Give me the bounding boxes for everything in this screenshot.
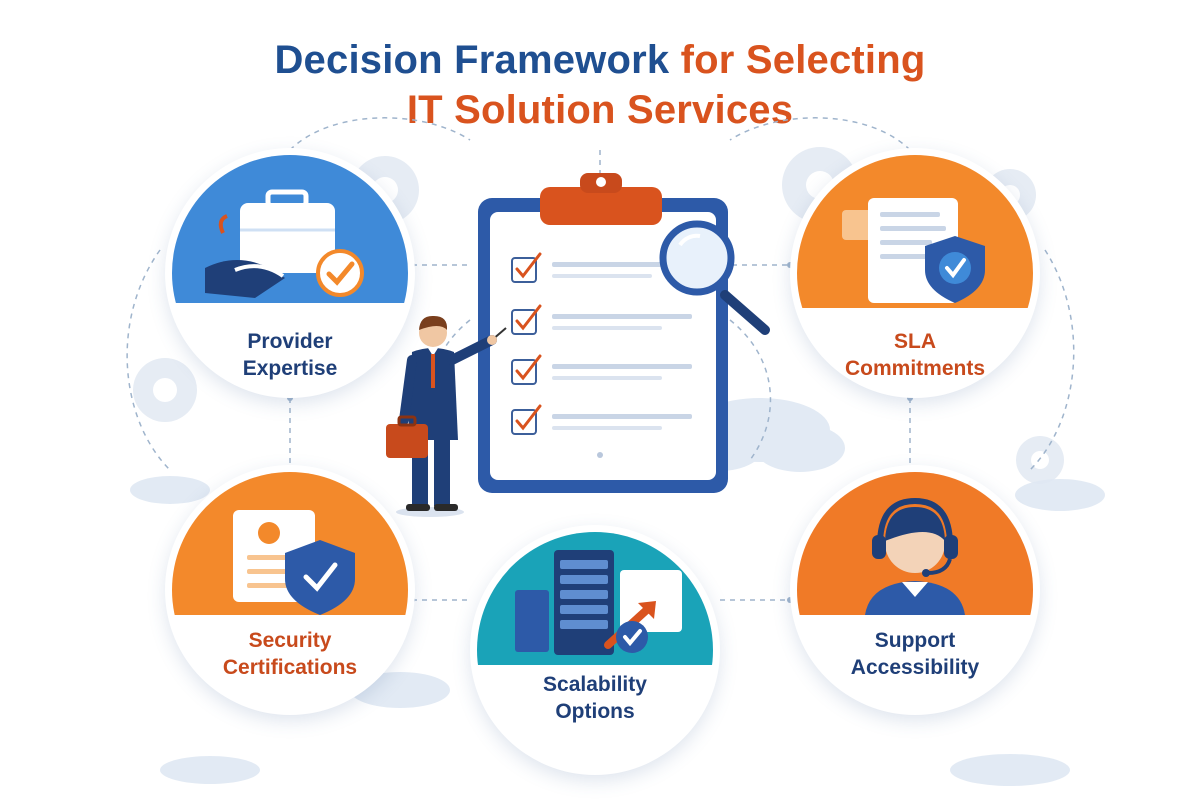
connector-lines bbox=[126, 117, 1075, 601]
label-line-1: Provider bbox=[247, 330, 333, 353]
criterion-label: Provider Expertise bbox=[165, 328, 415, 382]
magnifier-icon bbox=[659, 220, 770, 335]
briefcase-handshake-icon bbox=[172, 155, 408, 303]
label-line-1: SLA bbox=[894, 330, 936, 353]
label-line-1: Support bbox=[874, 629, 956, 652]
label-line-1: Security bbox=[248, 629, 332, 652]
server-growth-icon bbox=[477, 532, 713, 665]
criterion-label: Scalability Options bbox=[470, 671, 720, 725]
criterion-security-certifications: Security Certifications bbox=[165, 465, 415, 715]
headset-agent-icon bbox=[797, 472, 1033, 615]
criterion-label: Support Accessibility bbox=[790, 627, 1040, 681]
title-line-1: Decision Framework for Selecting bbox=[0, 36, 1200, 84]
criterion-scalability-options: Scalability Options bbox=[470, 525, 720, 775]
checklist-items bbox=[511, 252, 692, 435]
criterion-label: SLA Commitments bbox=[790, 328, 1040, 382]
label-line-2: Certifications bbox=[222, 656, 358, 679]
criterion-support-accessibility: Support Accessibility bbox=[790, 465, 1040, 715]
criterion-label: Security Certifications bbox=[165, 627, 415, 681]
label-line-1: Scalability bbox=[543, 673, 647, 696]
criterion-sla-commitments: SLA Commitments bbox=[790, 148, 1040, 398]
businessman-icon bbox=[386, 315, 507, 517]
criterion-provider-expertise: Provider Expertise bbox=[165, 148, 415, 398]
label-line-2: Commitments bbox=[844, 357, 986, 380]
title-part-blue: Decision Framework bbox=[274, 38, 670, 82]
clipboard-checklist-icon bbox=[478, 173, 728, 493]
title-line-2: IT Solution Services bbox=[406, 88, 794, 132]
label-line-2: Options bbox=[555, 700, 635, 723]
document-shield-icon bbox=[797, 155, 1033, 308]
label-line-2: Accessibility bbox=[850, 656, 980, 679]
certificate-shield-icon bbox=[172, 472, 408, 615]
label-line-2: Expertise bbox=[242, 357, 338, 380]
title-part-orange: for Selecting bbox=[669, 38, 926, 82]
